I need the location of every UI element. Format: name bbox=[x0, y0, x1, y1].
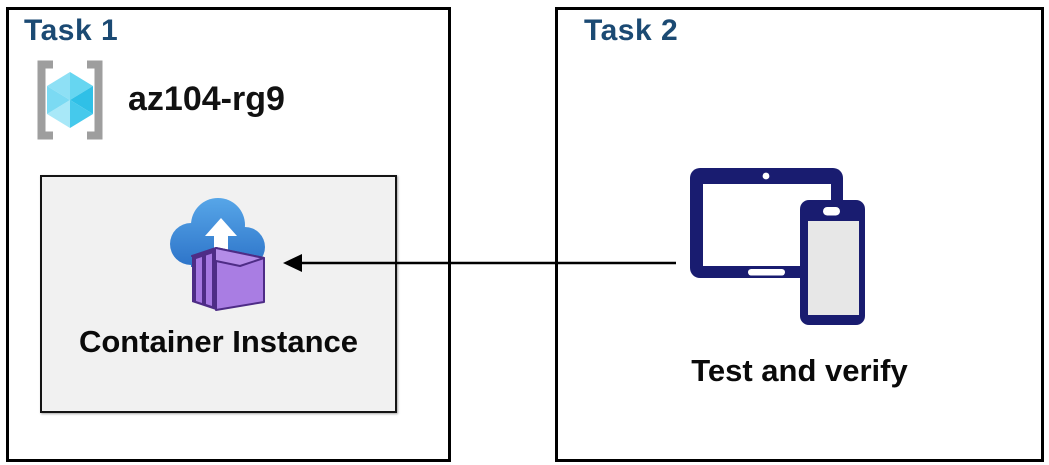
left-arrowhead-icon bbox=[283, 254, 302, 272]
container-instance-label: Container Instance bbox=[78, 324, 359, 359]
tablet-phone-icon bbox=[690, 168, 865, 325]
container-instance-box: Container Instance bbox=[40, 175, 397, 413]
task2-panel: Task 2 Test and verify bbox=[555, 7, 1044, 462]
resource-group-icon bbox=[37, 60, 103, 140]
task1-title: Task 1 bbox=[24, 14, 119, 47]
resource-group-name: az104-rg9 bbox=[128, 80, 285, 118]
phone-icon bbox=[800, 200, 865, 325]
container-instance-icon bbox=[170, 198, 265, 311]
arrow-task2-to-container-instance bbox=[283, 254, 676, 272]
container-cube-icon bbox=[191, 247, 265, 311]
test-and-verify-label: Test and verify bbox=[691, 353, 908, 388]
upload-arrow-icon bbox=[205, 218, 237, 264]
task2-title: Task 2 bbox=[584, 14, 679, 47]
task1-panel: Task 1 az104-rg9 bbox=[6, 7, 451, 462]
